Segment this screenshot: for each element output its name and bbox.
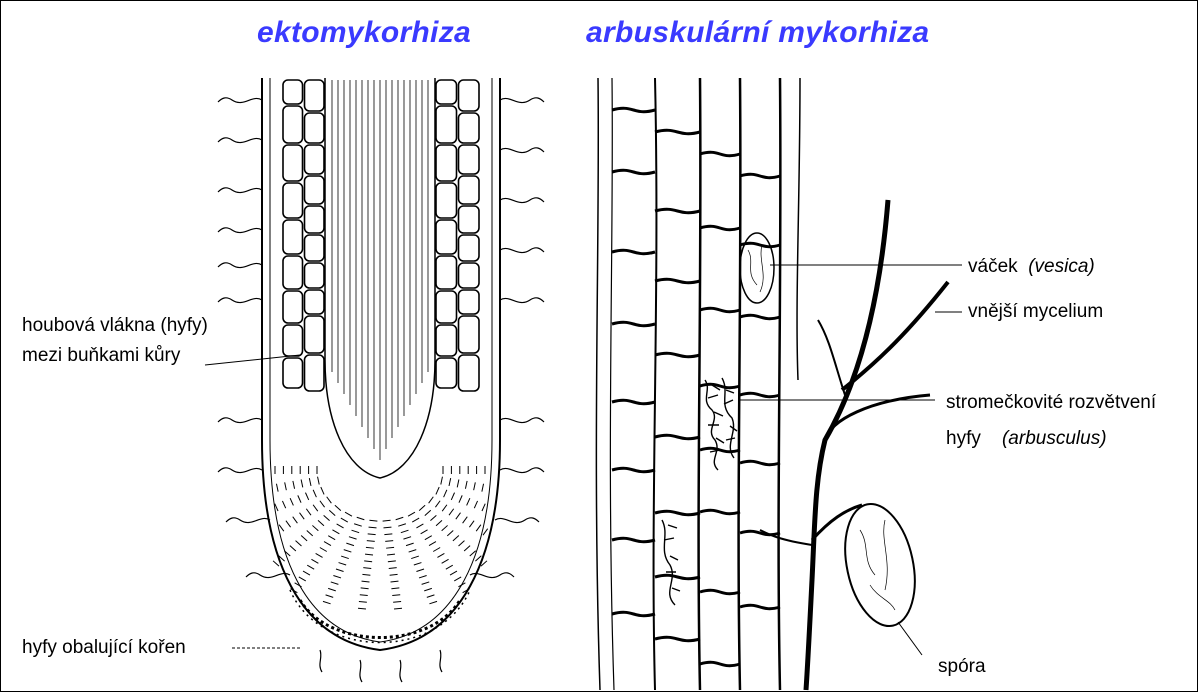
label-arbuscule-line2: hyfy (arbusculus) bbox=[946, 428, 1107, 450]
label-hyphae-covering-root: hyfy obalující kořen bbox=[22, 637, 186, 659]
left-leader-lines bbox=[205, 355, 300, 648]
label-arbuscule-line1: stromečkovité rozvětvení bbox=[946, 392, 1156, 414]
right-leader-lines bbox=[738, 265, 962, 655]
spore-shape bbox=[835, 497, 925, 632]
label-hyphae-between-cells-line2: mezi buňkami kůry bbox=[22, 345, 180, 367]
title-ectomycorrhiza: ektomykorhiza bbox=[257, 16, 471, 50]
label-vesicle: váček (vesica) bbox=[968, 256, 1095, 278]
arbuscule-shape bbox=[705, 378, 737, 470]
label-external-mycelium: vnější mycelium bbox=[968, 301, 1103, 323]
label-hyphae-between-cells-line1: houbová vlákna (hyfy) bbox=[22, 315, 208, 337]
label-vesicle-text: váček bbox=[968, 256, 1018, 277]
arbuscule-lower-shape bbox=[662, 520, 680, 605]
label-spore: spóra bbox=[938, 656, 986, 678]
label-vesicle-latin: (vesica) bbox=[1028, 256, 1095, 277]
label-arbuscule-hyfy: hyfy bbox=[946, 428, 981, 449]
title-arbuscular-mycorrhiza: arbuskulární mykorhiza bbox=[586, 16, 929, 50]
ectomycorrhiza-root-drawing bbox=[218, 78, 544, 682]
arbuscular-mycorrhiza-drawing bbox=[596, 78, 948, 690]
label-arbuscule-latin: (arbusculus) bbox=[1002, 428, 1107, 449]
